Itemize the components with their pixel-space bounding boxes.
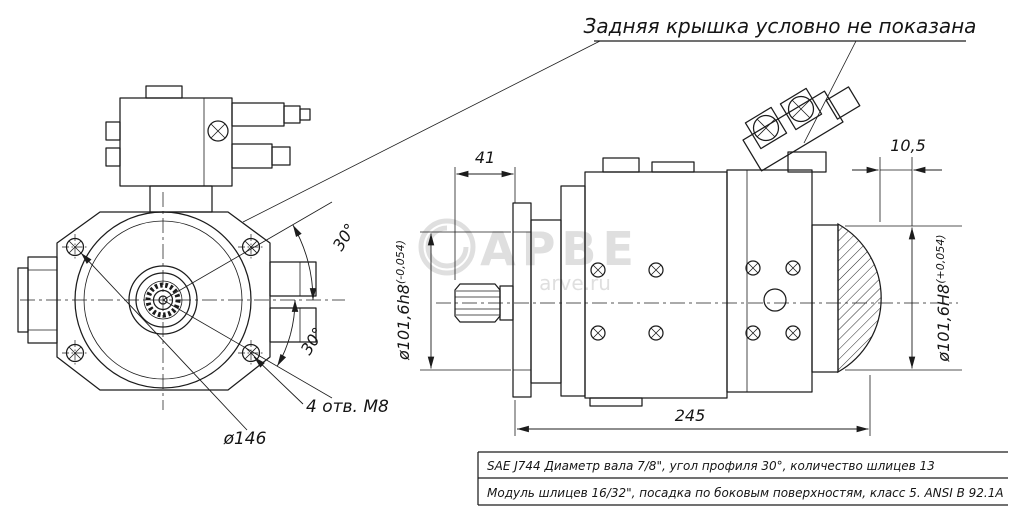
- dimension-10-5: 10,5: [852, 136, 942, 226]
- title-leader-left: [242, 40, 601, 223]
- angle-lower-label: 30°: [297, 324, 328, 358]
- title-note: Задняя крышка условно не показана: [242, 14, 977, 223]
- note-line-1: SAE J744 Диаметр вала 7/8", угол профиля…: [487, 459, 935, 473]
- dimension-41: 41: [454, 148, 516, 280]
- holes-callout: 4 отв. М8: [253, 356, 389, 417]
- note-line-2: Модуль шлицев 16/32", посадка по боковым…: [487, 486, 1004, 500]
- title-text: Задняя крышка условно не показана: [584, 14, 977, 38]
- mount-hole-bottom-left: [61, 339, 89, 367]
- front-view: 30° 30° ø146 4 отв. М8: [17, 85, 389, 449]
- splined-shaft: [454, 283, 514, 323]
- dimension-245: 245: [514, 375, 871, 436]
- watermark: АРВЕ arve.ru: [418, 218, 640, 295]
- bolt-circle-dimension: ø146: [80, 252, 267, 449]
- spline-ring-outer: [143, 280, 183, 320]
- title-leader-right: [803, 40, 857, 144]
- control-valve-block: [105, 85, 311, 213]
- holes-label: 4 отв. М8: [306, 397, 389, 417]
- angle-upper-label: 30°: [329, 220, 360, 254]
- dimension-rear-pilot: ø101,6H8(+0,054): [845, 225, 962, 371]
- rear-pilot-dome: [837, 222, 882, 374]
- dimension-front-pilot: ø101,6h8(-0,054): [394, 231, 511, 371]
- hub-inner: [135, 272, 191, 328]
- shaft-bore: [152, 289, 174, 311]
- shaft-center: [158, 295, 168, 305]
- watermark-logo-swirl-icon: [425, 225, 469, 269]
- shaft-spline-teeth: [145, 282, 181, 318]
- front-pilot-label: ø101,6h8(-0,054): [394, 240, 413, 361]
- dim-10-5-label: 10,5: [890, 136, 926, 155]
- mount-hole-top-right: [237, 233, 265, 261]
- pump-bore-inner: [83, 220, 243, 380]
- bolt-circle-label: ø146: [223, 429, 267, 449]
- watermark-logo-icon: [418, 218, 476, 276]
- rear-pilot-label: ø101,6H8(+0,054): [934, 234, 953, 362]
- mount-hole-bottom-right: [237, 339, 265, 367]
- mounting-flange: [56, 211, 271, 391]
- dim-41-label: 41: [475, 148, 495, 167]
- left-port-boss: [17, 256, 58, 344]
- top-valve-assembly: [742, 86, 861, 173]
- angle-dimension-lower: 30°: [162, 299, 333, 399]
- watermark-site: arve.ru: [539, 271, 611, 295]
- dim-245-label: 245: [675, 406, 706, 425]
- notes-block: SAE J744 Диаметр вала 7/8", угол профиля…: [477, 451, 1008, 506]
- side-view: 41 ø101,6h8(-0,054) 245 10,5: [394, 86, 962, 436]
- watermark-brand: АРВЕ: [480, 222, 640, 276]
- hub-outer: [128, 265, 198, 335]
